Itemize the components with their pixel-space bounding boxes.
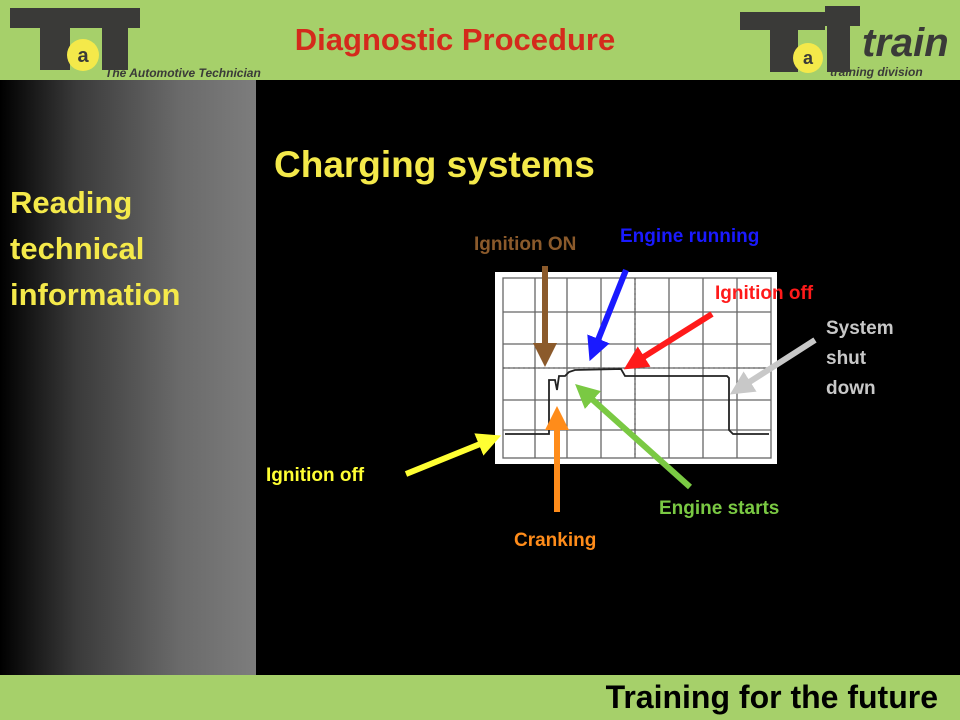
arrow-ignition-off-top [623, 311, 714, 370]
tat-logo-left: a The Automotive Technician [10, 8, 261, 80]
label-engine-starts: Engine starts [659, 498, 780, 519]
label-system-shut-down: System shut down [826, 314, 894, 404]
label-ignition-off-left: Ignition off [266, 465, 365, 486]
arrow-system-shut-down [729, 337, 817, 395]
sidebar-gradient-panel [0, 80, 256, 675]
right-logo-word: train [862, 21, 949, 65]
footer-bar: Training for the future [0, 675, 960, 720]
svg-text:a: a [77, 45, 89, 67]
slide-title: Charging systems [274, 144, 595, 185]
left-logo-subtitle: The Automotive Technician [105, 66, 261, 80]
right-logo-subtitle: training division [830, 65, 923, 79]
label-ignition-off-top: Ignition off [715, 283, 814, 304]
arrow-engine-running [587, 268, 629, 362]
sidebar-line-3: information [10, 277, 181, 312]
arrow-engine-starts [575, 383, 693, 490]
tat-train-logo-right: a train training division [740, 6, 949, 79]
label-system-shut-down-line-2: shut [826, 348, 867, 369]
sidebar-heading: Reading technical information [10, 180, 250, 318]
arrow-ignition-off-left [404, 433, 502, 477]
label-system-shut-down-line-1: System [826, 318, 894, 339]
label-system-shut-down-line-3: down [826, 378, 876, 399]
label-engine-running: Engine running [620, 226, 760, 247]
label-cranking: Cranking [514, 530, 597, 551]
sidebar-line-1: Reading [10, 185, 133, 220]
label-ignition-on: Ignition ON [474, 234, 577, 255]
header-title: Diagnostic Procedure [294, 22, 616, 57]
header-bar: a The Automotive Technician Diagnostic P… [0, 0, 960, 80]
footer-tagline: Training for the future [605, 679, 938, 715]
svg-text:a: a [803, 48, 814, 68]
sidebar-line-2: technical [10, 231, 145, 266]
